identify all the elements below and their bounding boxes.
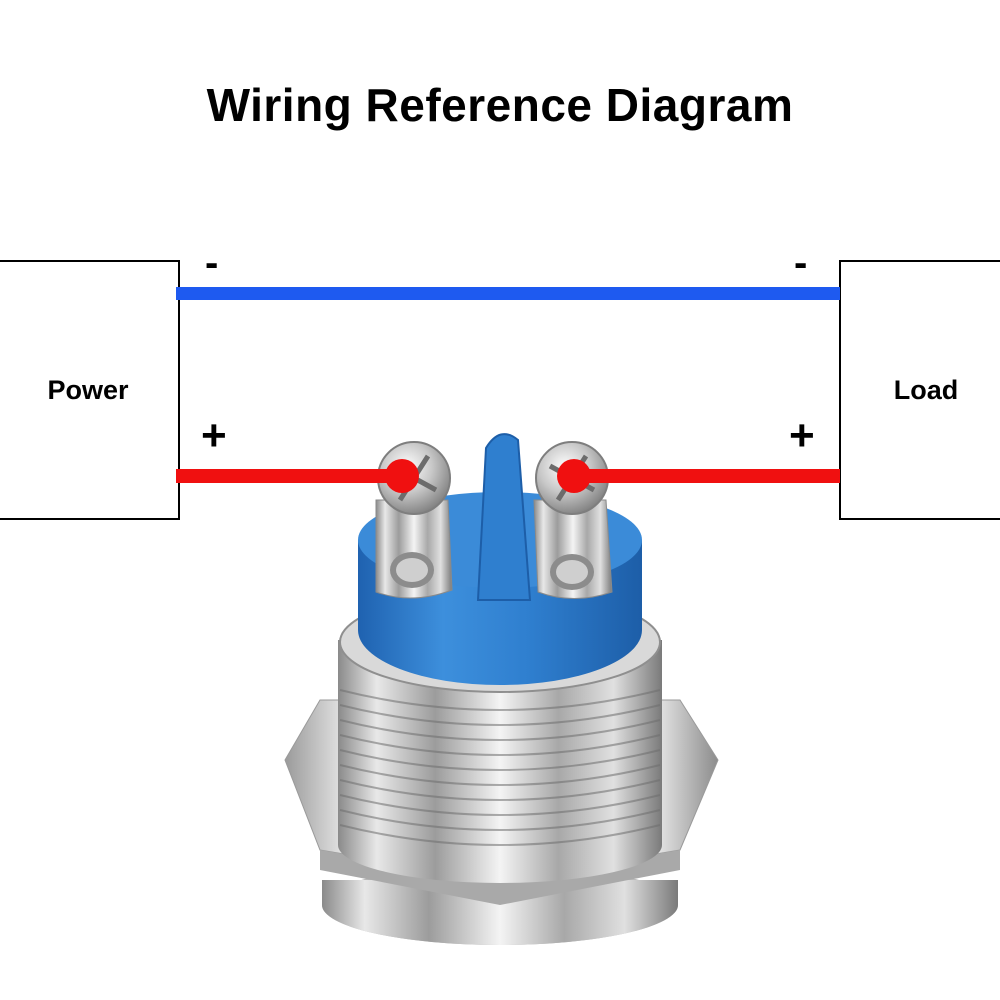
right-terminal-dot bbox=[557, 459, 591, 493]
diagram-title: Wiring Reference Diagram bbox=[206, 79, 794, 131]
negative-wire bbox=[176, 287, 840, 300]
power-positive-sign: + bbox=[201, 411, 227, 460]
left-terminal-dot bbox=[385, 459, 419, 493]
positive-wire-right bbox=[574, 469, 840, 483]
load-positive-sign: + bbox=[789, 411, 815, 460]
load-box: Load bbox=[839, 260, 1000, 520]
power-negative-sign: - bbox=[205, 241, 219, 285]
load-negative-sign: - bbox=[794, 241, 808, 285]
positive-wire-left bbox=[176, 469, 402, 483]
power-label: Power bbox=[47, 374, 129, 405]
threads bbox=[339, 689, 661, 846]
load-label: Load bbox=[893, 374, 959, 405]
power-box: Power bbox=[0, 260, 180, 520]
right-screw-terminal-icon bbox=[533, 441, 613, 599]
threaded-body bbox=[338, 640, 662, 883]
center-ridge bbox=[476, 433, 532, 601]
